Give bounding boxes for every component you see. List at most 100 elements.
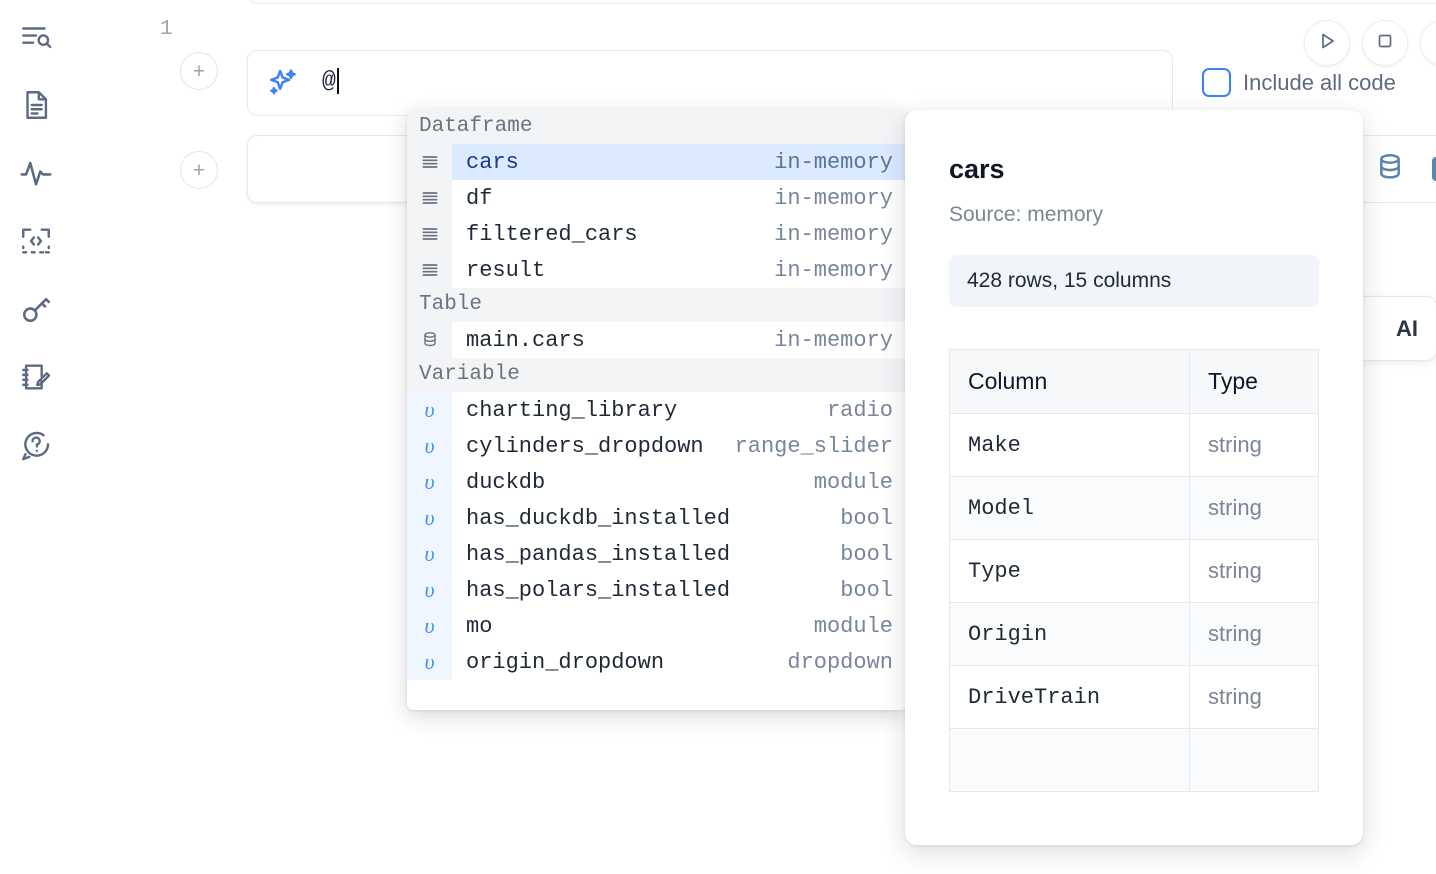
key-icon <box>19 292 53 326</box>
autocomplete-item[interactable]: dfin-memory <box>407 180 907 216</box>
autocomplete-item-name: mo <box>452 614 814 639</box>
autocomplete-item[interactable]: υmomodule <box>407 608 907 644</box>
completion-detail-panel: cars Source: memory 428 rows, 15 columns… <box>905 110 1363 845</box>
table-row: DriveTrainstring <box>950 666 1319 729</box>
autocomplete-item-type: dropdown <box>787 650 907 675</box>
variable-icon: υ <box>407 428 452 464</box>
autocomplete-item-type: range_slider <box>735 434 907 459</box>
autocomplete-item[interactable]: filtered_carsin-memory <box>407 216 907 252</box>
autocomplete-item-name: cars <box>452 150 774 175</box>
table-row: Makestring <box>950 414 1319 477</box>
autocomplete-item-type: bool <box>840 578 907 603</box>
ai-prompt-input[interactable]: @ <box>322 68 339 94</box>
autocomplete-group-header: Dataframe <box>407 110 907 144</box>
ai-prompt-cell[interactable]: @ <box>247 50 1173 116</box>
dataframe-icon <box>407 252 452 288</box>
variable-icon: υ <box>407 608 452 644</box>
variable-icon: υ <box>407 392 452 428</box>
cell-column-type: string <box>1190 414 1319 477</box>
include-all-code-checkbox[interactable] <box>1202 68 1231 97</box>
table-row <box>950 729 1319 792</box>
table-row: Originstring <box>950 603 1319 666</box>
detail-source: Source: memory <box>949 203 1319 227</box>
table-icon <box>407 322 452 358</box>
autocomplete-item-type: module <box>814 614 907 639</box>
autocomplete-item-name: duckdb <box>452 470 814 495</box>
autocomplete-item[interactable]: main.carsin-memory <box>407 322 907 358</box>
table-row: Modelstring <box>950 477 1319 540</box>
sidebar-item-notebook[interactable] <box>13 82 59 128</box>
autocomplete-item-name: has_polars_installed <box>452 578 840 603</box>
autocomplete-item-name: df <box>452 186 774 211</box>
variable-icon: υ <box>407 464 452 500</box>
dataframe-icon <box>407 180 452 216</box>
autocomplete-item[interactable]: υhas_duckdb_installedbool <box>407 500 907 536</box>
detail-title: cars <box>949 154 1319 185</box>
cell-column-name: Type <box>950 540 1190 603</box>
extra-button[interactable] <box>1420 20 1436 66</box>
autocomplete-item[interactable]: carsin-memory <box>407 144 907 180</box>
sidebar-item-scratchpad[interactable] <box>13 354 59 400</box>
autocomplete-group-header: Table <box>407 288 907 322</box>
cell-column-name: Model <box>950 477 1190 540</box>
autocomplete-item-type: radio <box>827 398 907 423</box>
autocomplete-item[interactable]: resultin-memory <box>407 252 907 288</box>
variable-icon: υ <box>407 500 452 536</box>
variable-icon: υ <box>407 572 452 608</box>
cell-column-type: string <box>1190 666 1319 729</box>
autocomplete-item[interactable]: υhas_polars_installedbool <box>407 572 907 608</box>
database-icon[interactable] <box>1374 151 1406 188</box>
cell-column-name: Origin <box>950 603 1190 666</box>
cell-column-type: string <box>1190 603 1319 666</box>
autocomplete-item-type: in-memory <box>774 186 907 211</box>
table-row: Typestring <box>950 540 1319 603</box>
autocomplete-list[interactable]: Dataframecarsin-memorydfin-memoryfiltere… <box>407 110 907 710</box>
sidebar-rail <box>0 0 72 874</box>
column-header-column: Column <box>950 350 1190 414</box>
detail-columns-table: Column Type MakestringModelstringTypestr… <box>949 349 1319 792</box>
autocomplete-item-type: module <box>814 470 907 495</box>
dataframe-icon <box>407 144 452 180</box>
document-icon <box>19 88 53 122</box>
markdown-badge[interactable]: M↓ <box>1432 157 1436 181</box>
autocomplete-item-name: result <box>452 258 774 283</box>
autocomplete-item-type: in-memory <box>774 222 907 247</box>
autocomplete-item-name: has_duckdb_installed <box>452 506 840 531</box>
include-all-code-row[interactable]: Include all code <box>1202 68 1396 97</box>
autocomplete-item[interactable]: υorigin_dropdowndropdown <box>407 644 907 680</box>
sidebar-item-explore[interactable] <box>13 14 59 60</box>
cell-column-name <box>950 729 1190 792</box>
cell-column-type: string <box>1190 540 1319 603</box>
sidebar-item-help[interactable] <box>13 422 59 468</box>
notebook-area: + + @ 1 <box>72 0 1436 874</box>
autocomplete-item[interactable]: υhas_pandas_installedbool <box>407 536 907 572</box>
sidebar-item-secrets[interactable] <box>13 286 59 332</box>
cell-column-type: string <box>1190 477 1319 540</box>
sidebar-item-snippets[interactable] <box>13 218 59 264</box>
run-button[interactable] <box>1304 20 1350 66</box>
variable-icon: υ <box>407 644 452 680</box>
cell-column-name: Make <box>950 414 1190 477</box>
autocomplete-item-type: in-memory <box>774 150 907 175</box>
autocomplete-item-type: bool <box>840 542 907 567</box>
autocomplete-item[interactable]: υcharting_libraryradio <box>407 392 907 428</box>
autocomplete-item-name: charting_library <box>452 398 827 423</box>
sidebar-item-activity[interactable] <box>13 150 59 196</box>
code-embed-icon <box>19 224 53 258</box>
autocomplete-item[interactable]: υcylinders_dropdownrange_slider <box>407 428 907 464</box>
explore-search-icon <box>19 20 53 54</box>
autocomplete-item-name: has_pandas_installed <box>452 542 840 567</box>
autocomplete-item[interactable]: υduckdbmodule <box>407 464 907 500</box>
add-cell-button-bottom[interactable]: + <box>180 151 218 189</box>
cell-column-type <box>1190 729 1319 792</box>
autocomplete-popup[interactable]: Dataframecarsin-memorydfin-memoryfiltere… <box>407 110 907 710</box>
autocomplete-item-type: bool <box>840 506 907 531</box>
code-line-number: 1 <box>160 18 173 41</box>
autocomplete-item-name: cylinders_dropdown <box>452 434 735 459</box>
stop-button[interactable] <box>1362 20 1408 66</box>
play-icon <box>1315 29 1339 58</box>
variable-icon: υ <box>407 536 452 572</box>
add-cell-button-top[interactable]: + <box>180 52 218 90</box>
column-header-type: Type <box>1190 350 1319 414</box>
